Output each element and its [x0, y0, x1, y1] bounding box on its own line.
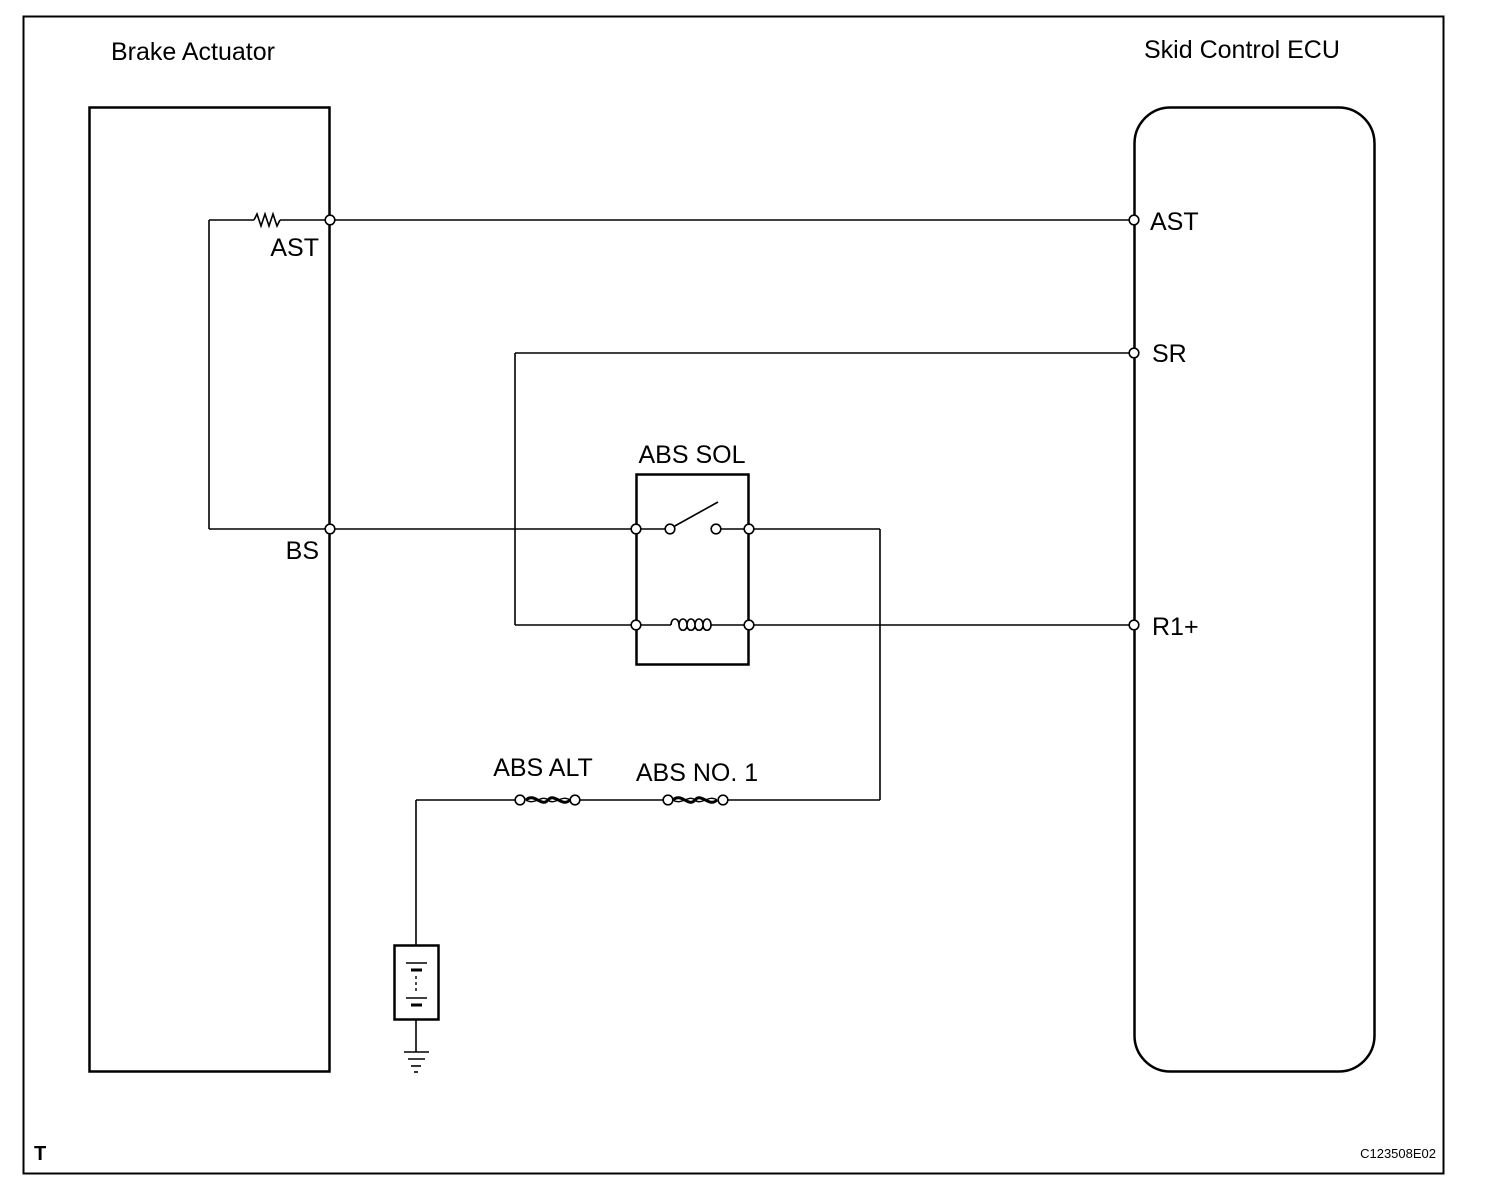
- fuse-abs-alt-label: ABS ALT: [493, 754, 593, 782]
- wire-sr: [514, 352, 1134, 626]
- ecu-terminal-ast: AST: [1150, 208, 1199, 236]
- resistor-icon: [253, 211, 281, 229]
- ground-icon: [404, 1020, 429, 1073]
- abs-sol-relay: ABS SOL: [635, 441, 750, 666]
- relay-box: [635, 473, 750, 666]
- ecu-terminal-sr: SR: [1152, 340, 1187, 368]
- skid-control-ecu: Skid Control ECU AST SR R1+: [1133, 36, 1376, 1073]
- actuator-terminal-ast: AST: [270, 234, 319, 262]
- ecu-box: [1133, 106, 1376, 1073]
- wire-relay-out: [415, 528, 881, 945]
- figure-code: C123508E02: [1360, 1146, 1436, 1161]
- ecu-terminal-r1: R1+: [1152, 613, 1199, 641]
- relay-title: ABS SOL: [639, 441, 746, 469]
- terminal-point: [1128, 619, 1140, 631]
- brake-actuator-title: Brake Actuator: [111, 38, 275, 66]
- terminal-point: [630, 523, 642, 535]
- actuator-terminal-bs: BS: [286, 537, 319, 565]
- terminal-point: [743, 523, 755, 535]
- terminal-point: [569, 794, 581, 806]
- terminal-point: [1128, 347, 1140, 359]
- footer-left-mark: T: [34, 1143, 46, 1165]
- terminal-point: [1128, 214, 1140, 226]
- terminal-point: [664, 523, 676, 535]
- diagram-frame: [22, 15, 1445, 1175]
- fuse-abs-no1: ABS NO. 1: [636, 759, 758, 804]
- terminal-point: [514, 794, 526, 806]
- relay-switch-icon: [672, 501, 719, 528]
- relay-coil-icon: [670, 618, 712, 632]
- terminal-point: [717, 794, 729, 806]
- fuse-abs-alt: ABS ALT: [493, 754, 593, 804]
- wire-ast: [208, 211, 1134, 530]
- ecu-title: Skid Control ECU: [1144, 36, 1340, 64]
- fuse-abs-no1-label: ABS NO. 1: [636, 759, 758, 787]
- terminal-points: [324, 214, 1140, 806]
- brake-actuator-box: [88, 106, 331, 1073]
- terminal-point: [662, 794, 674, 806]
- terminal-point: [743, 619, 755, 631]
- terminal-point: [630, 619, 642, 631]
- terminal-point: [710, 523, 722, 535]
- battery-icon: [393, 944, 440, 1021]
- terminal-point: [324, 523, 336, 535]
- brake-actuator: Brake Actuator AST BS: [88, 38, 331, 1073]
- terminal-point: [324, 214, 336, 226]
